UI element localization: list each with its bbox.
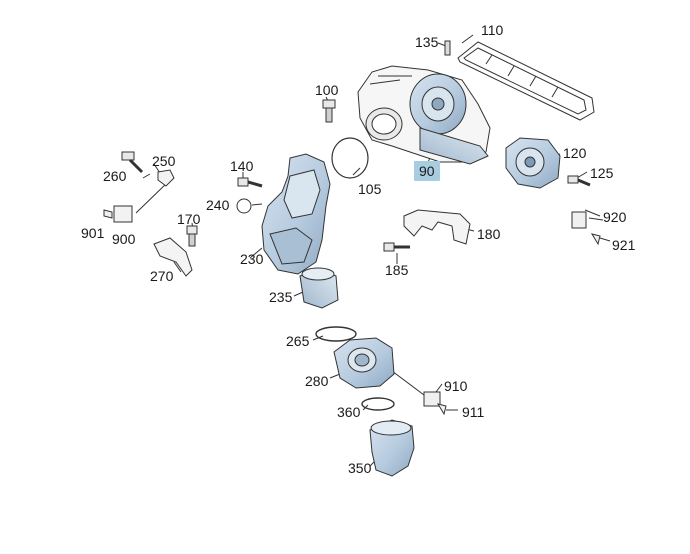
part-920-connector-shape bbox=[571, 211, 587, 229]
part-911-cap-shape bbox=[436, 403, 447, 416]
label-360[interactable]: 360 bbox=[337, 404, 361, 420]
label-921[interactable]: 921 bbox=[612, 237, 636, 253]
part-185-bolt-shape bbox=[383, 242, 410, 252]
label-180[interactable]: 180 bbox=[477, 226, 501, 242]
label-185[interactable]: 185 bbox=[385, 262, 409, 278]
label-140[interactable]: 140 bbox=[230, 158, 254, 174]
label-120[interactable]: 120 bbox=[563, 145, 587, 161]
label-350[interactable]: 350 bbox=[348, 460, 372, 476]
part-105-oring-shape bbox=[331, 137, 369, 179]
label-270[interactable]: 270 bbox=[150, 268, 174, 284]
part-921-cap-shape bbox=[590, 233, 601, 246]
part-100-bolt-shape bbox=[322, 99, 336, 123]
label-110[interactable]: 110 bbox=[481, 22, 504, 38]
part-350-elbow-shape bbox=[369, 419, 415, 477]
part-900-connector-shape bbox=[113, 205, 133, 223]
label-105[interactable]: 105 bbox=[358, 181, 382, 197]
label-240[interactable]: 240 bbox=[206, 197, 230, 213]
part-110-gasket-shape bbox=[457, 41, 595, 121]
part-140-bolt-shape bbox=[237, 177, 263, 188]
part-360-ring-shape bbox=[361, 397, 395, 411]
label-230[interactable]: 230 bbox=[240, 251, 264, 267]
part-250-sensor-shape bbox=[157, 169, 175, 187]
part-270-bracket-shape bbox=[153, 237, 193, 277]
part-901-cap-shape bbox=[103, 209, 113, 219]
label-910[interactable]: 910 bbox=[444, 378, 468, 394]
label-100[interactable]: 100 bbox=[315, 82, 339, 98]
part-910-connector-shape bbox=[423, 391, 441, 407]
part-230-intake-pipe-shape bbox=[261, 153, 331, 275]
part-265-seal-shape bbox=[315, 326, 357, 342]
label-135[interactable]: 135 bbox=[415, 34, 439, 50]
part-260-screw-shape bbox=[121, 151, 144, 174]
part-135-pin-shape bbox=[444, 40, 451, 56]
label-170[interactable]: 170 bbox=[177, 211, 201, 227]
label-900[interactable]: 900 bbox=[112, 231, 136, 247]
label-265[interactable]: 265 bbox=[286, 333, 310, 349]
part-180-bracket-shape bbox=[403, 209, 471, 245]
part-170-bolt-shape bbox=[186, 225, 198, 247]
label-90-highlighted[interactable]: 90 bbox=[414, 161, 440, 181]
label-125[interactable]: 125 bbox=[590, 165, 614, 181]
label-280[interactable]: 280 bbox=[305, 373, 329, 389]
label-250[interactable]: 250 bbox=[152, 153, 176, 169]
part-120-actuator-shape bbox=[505, 137, 561, 189]
part-240-ring-shape bbox=[236, 198, 252, 214]
label-901[interactable]: 901 bbox=[81, 225, 105, 241]
part-280-throttle-body-shape bbox=[333, 337, 395, 389]
label-920[interactable]: 920 bbox=[603, 209, 627, 225]
label-911[interactable]: 911 bbox=[462, 404, 485, 420]
part-235-sleeve-shape bbox=[299, 267, 339, 309]
label-235[interactable]: 235 bbox=[269, 289, 293, 305]
label-260[interactable]: 260 bbox=[103, 168, 127, 184]
part-125-bolt-shape bbox=[567, 175, 591, 187]
part-90-turbo-housing-shape bbox=[357, 65, 491, 165]
